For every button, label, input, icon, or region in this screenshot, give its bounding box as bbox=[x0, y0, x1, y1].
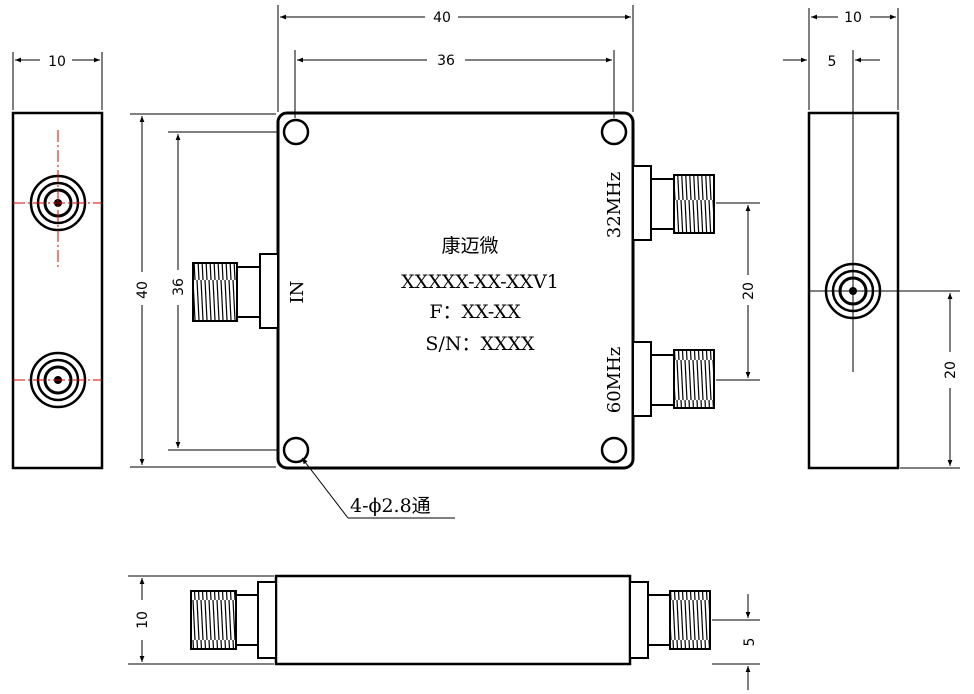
bottom-view: 10 5 bbox=[128, 574, 760, 690]
serial-label: S/N：XXXX bbox=[425, 333, 535, 355]
frequency-label: F：XX-XX bbox=[429, 301, 521, 323]
output-connector-bottom bbox=[632, 341, 715, 417]
mounting-hole-bottom-left bbox=[282, 436, 310, 464]
bottom-view-height-dim: 10 bbox=[135, 611, 151, 629]
right-view-height-dim: 20 bbox=[943, 361, 959, 379]
left-side-view: 10 bbox=[11, 52, 104, 470]
bottom-view-offset-dim: 5 bbox=[742, 638, 758, 647]
port-spacing-dim: 20 bbox=[741, 282, 757, 300]
overall-height-dim: 40 bbox=[135, 281, 151, 299]
hole-spacing-top-dim: 36 bbox=[437, 53, 455, 69]
output-top-port-label: 32MHz bbox=[604, 172, 625, 239]
hole-spacing-left-dim: 36 bbox=[171, 278, 187, 296]
brand-label: 康迈微 bbox=[441, 235, 498, 257]
connector-face-right bbox=[809, 262, 960, 320]
front-view: 40 36 40 36 IN bbox=[130, 5, 760, 519]
right-side-view: 10 5 20 bbox=[783, 8, 960, 470]
connector-face-lower bbox=[13, 351, 102, 409]
mounting-hole-bottom-right bbox=[600, 436, 628, 464]
output-bottom-port-label: 60MHz bbox=[604, 347, 625, 414]
mounting-hole-top-left bbox=[282, 118, 310, 146]
connector-face-upper bbox=[13, 130, 102, 270]
hole-note: 4-ϕ2.8通 bbox=[350, 495, 431, 517]
right-view-width-dim: 10 bbox=[844, 10, 862, 26]
input-connector bbox=[192, 253, 279, 329]
model-label: XXXXX-XX-XXV1 bbox=[401, 271, 559, 293]
output-connector-top bbox=[632, 165, 715, 241]
mounting-hole-top-right bbox=[600, 118, 628, 146]
input-port-label: IN bbox=[287, 281, 308, 304]
overall-width-dim: 40 bbox=[433, 10, 451, 26]
left-view-width-dim: 10 bbox=[48, 54, 66, 70]
right-view-offset-dim: 5 bbox=[828, 54, 837, 70]
